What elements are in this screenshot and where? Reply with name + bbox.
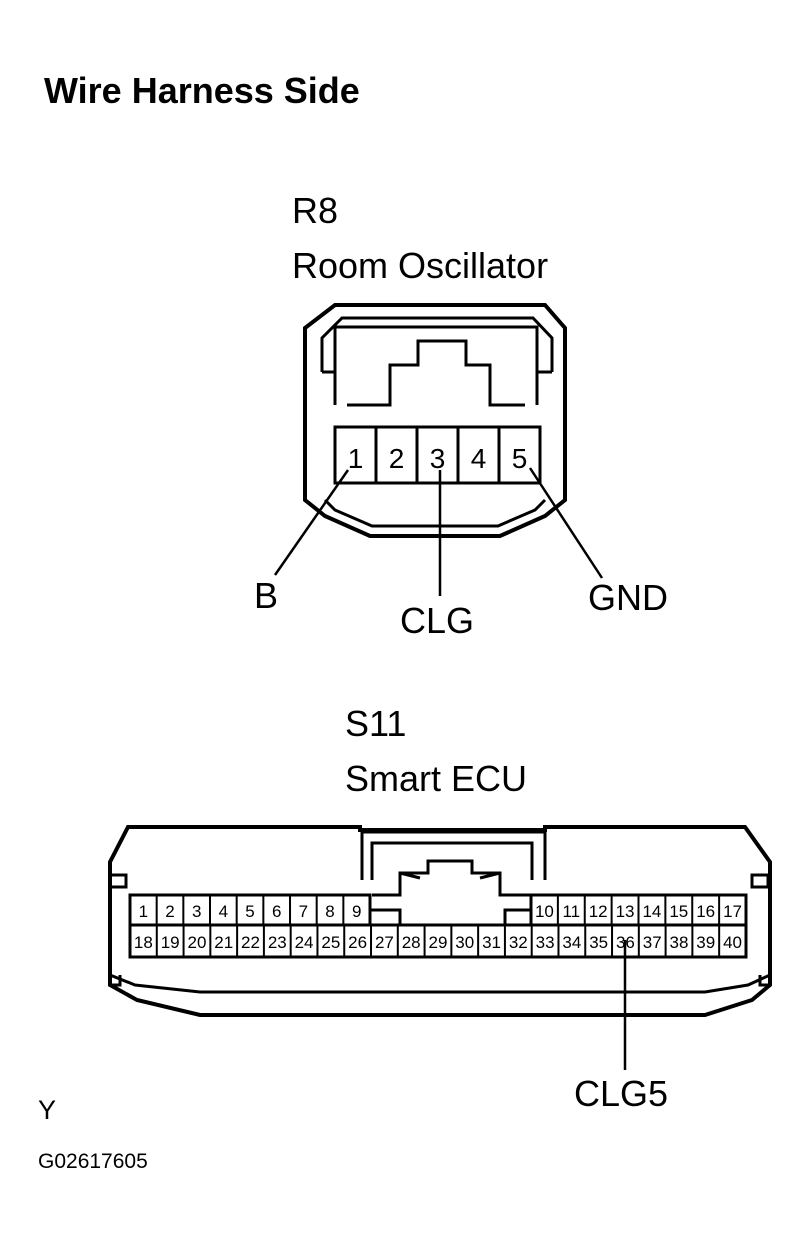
pin-31: 31 [482, 933, 501, 952]
wire-label-gnd: GND [588, 577, 668, 618]
pin-1: 1 [139, 902, 148, 921]
footer-letter: Y [38, 1095, 57, 1125]
connector-s11-bottom-pins: 18 19 20 21 22 23 24 25 26 27 28 29 30 31 32 33 34 35 36 37… [134, 925, 742, 957]
pin-40: 40 [723, 933, 742, 952]
pin-5: 5 [245, 902, 254, 921]
pin-8: 8 [325, 902, 334, 921]
connector-r8-housing [303, 303, 567, 538]
pin-18: 18 [134, 933, 153, 952]
connector-r8-code: R8 [292, 190, 339, 231]
connector-s11-top-right-pins: 10 11 12 13 14 15 16 17 [535, 895, 742, 925]
page-title: Wire Harness Side [44, 70, 360, 111]
pin-19: 19 [161, 933, 180, 952]
pin-10: 10 [535, 902, 554, 921]
pin-29: 29 [429, 933, 448, 952]
pin-6: 6 [272, 902, 281, 921]
pin-23: 23 [268, 933, 287, 952]
pin-28: 28 [402, 933, 421, 952]
pin-2: 2 [389, 443, 405, 474]
wire-label-b: B [254, 575, 279, 616]
pin-12: 12 [589, 902, 608, 921]
pin-24: 24 [295, 933, 314, 952]
connector-s11-name: Smart ECU [345, 758, 528, 799]
pin-21: 21 [214, 933, 233, 952]
pin-15: 15 [669, 902, 688, 921]
pin-7: 7 [299, 902, 308, 921]
pin-16: 16 [696, 902, 715, 921]
pin-3: 3 [192, 902, 201, 921]
pin-4: 4 [219, 902, 228, 921]
pin-35: 35 [589, 933, 608, 952]
pin-38: 38 [670, 933, 689, 952]
connector-s11-housing [108, 825, 772, 1017]
pin-32: 32 [509, 933, 528, 952]
figure-id: G02617605 [38, 1150, 148, 1173]
pin-2: 2 [165, 902, 174, 921]
pin-14: 14 [642, 902, 661, 921]
pin-37: 37 [643, 933, 662, 952]
pin-26: 26 [348, 933, 367, 952]
pin-27: 27 [375, 933, 394, 952]
pin-3: 3 [430, 443, 446, 474]
wire-gnd-leader [528, 467, 604, 579]
connector-s11-code: S11 [345, 703, 407, 744]
pin-39: 39 [696, 933, 715, 952]
wire-label-clg5: CLG5 [574, 1073, 669, 1114]
pin-36: 36 [616, 933, 635, 952]
pin-17: 17 [723, 902, 742, 921]
pin-11: 11 [562, 902, 580, 921]
pin-5: 5 [512, 443, 528, 474]
pin-13: 13 [616, 902, 635, 921]
pin-33: 33 [536, 933, 555, 952]
pin-22: 22 [241, 933, 260, 952]
connector-r8-name: Room Oscillator [292, 245, 549, 286]
pin-1: 1 [348, 443, 364, 474]
connector-r8-pin-grid [374, 427, 501, 483]
pin-9: 9 [352, 902, 361, 921]
pin-30: 30 [455, 933, 474, 952]
pin-34: 34 [562, 933, 581, 952]
pin-20: 20 [187, 933, 206, 952]
wire-b-leader [273, 469, 350, 576]
pin-25: 25 [321, 933, 340, 952]
wire-label-clg: CLG [400, 600, 475, 641]
pin-4: 4 [471, 443, 487, 474]
